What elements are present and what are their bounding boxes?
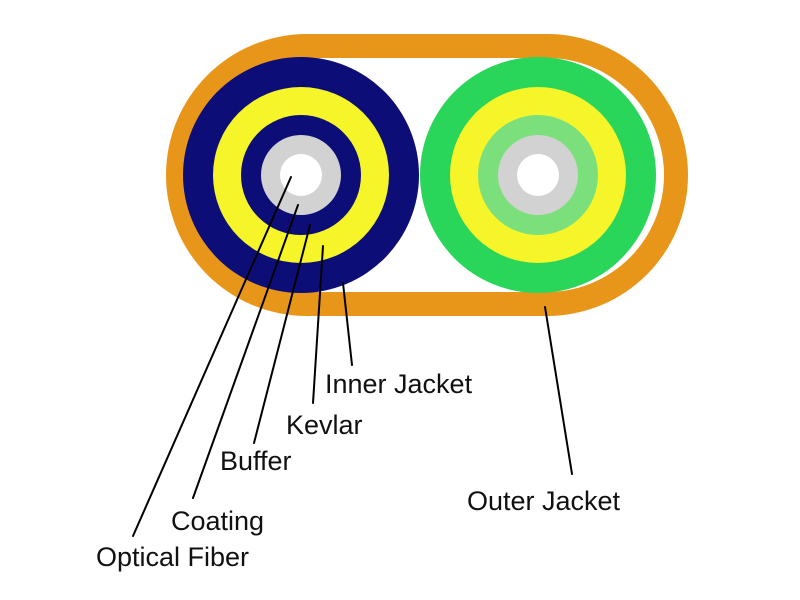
label-optical-fiber: Optical Fiber (96, 542, 250, 572)
left-optical-fiber-core (280, 154, 322, 196)
label-outer-jacket: Outer Jacket (467, 486, 621, 516)
label-inner-jacket: Inner Jacket (325, 369, 473, 399)
label-coating: Coating (171, 506, 265, 536)
leader-line-optical-fiber (132, 176, 292, 537)
leader-lines (132, 176, 573, 537)
leader-line-coating (192, 204, 299, 499)
label-kevlar: Kevlar (286, 410, 363, 440)
leader-line-inner-jacket (342, 282, 353, 366)
leader-line-kevlar (312, 245, 324, 404)
label-buffer: Buffer (220, 446, 292, 476)
leader-line-outer-jacket (544, 306, 573, 475)
right-optical-fiber-core (517, 154, 559, 196)
leader-line-buffer (253, 224, 311, 444)
